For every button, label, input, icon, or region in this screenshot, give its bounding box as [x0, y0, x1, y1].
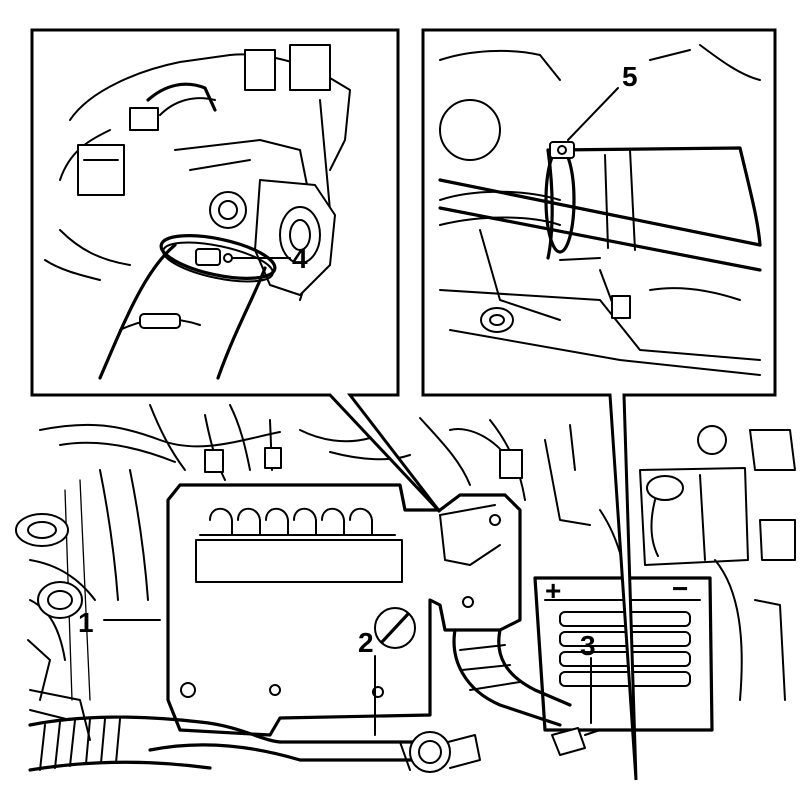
wiring-harness [29, 404, 526, 701]
inset-air-hose [421, 28, 777, 781]
callout-leaders [103, 619, 592, 736]
intake-hose [452, 628, 572, 727]
callout-2: 2 [358, 627, 374, 658]
battery-minus-symbol: − [672, 573, 688, 604]
battery-plus-symbol: + [545, 575, 561, 606]
callout-labels: 1 2 3 4 5 [78, 61, 638, 661]
engine-bay-view: + − [15, 404, 796, 773]
battery: + − [533, 573, 714, 756]
callout-3: 3 [580, 630, 596, 661]
callout-5: 5 [622, 61, 638, 92]
inset-throttle-body [30, 28, 442, 514]
callout-1: 1 [78, 607, 94, 638]
engine-cover [166, 483, 522, 737]
left-strut-tower [15, 513, 91, 741]
lower-hoses [28, 715, 481, 773]
coolant-reservoir [544, 424, 796, 701]
callout-4: 4 [292, 243, 308, 274]
